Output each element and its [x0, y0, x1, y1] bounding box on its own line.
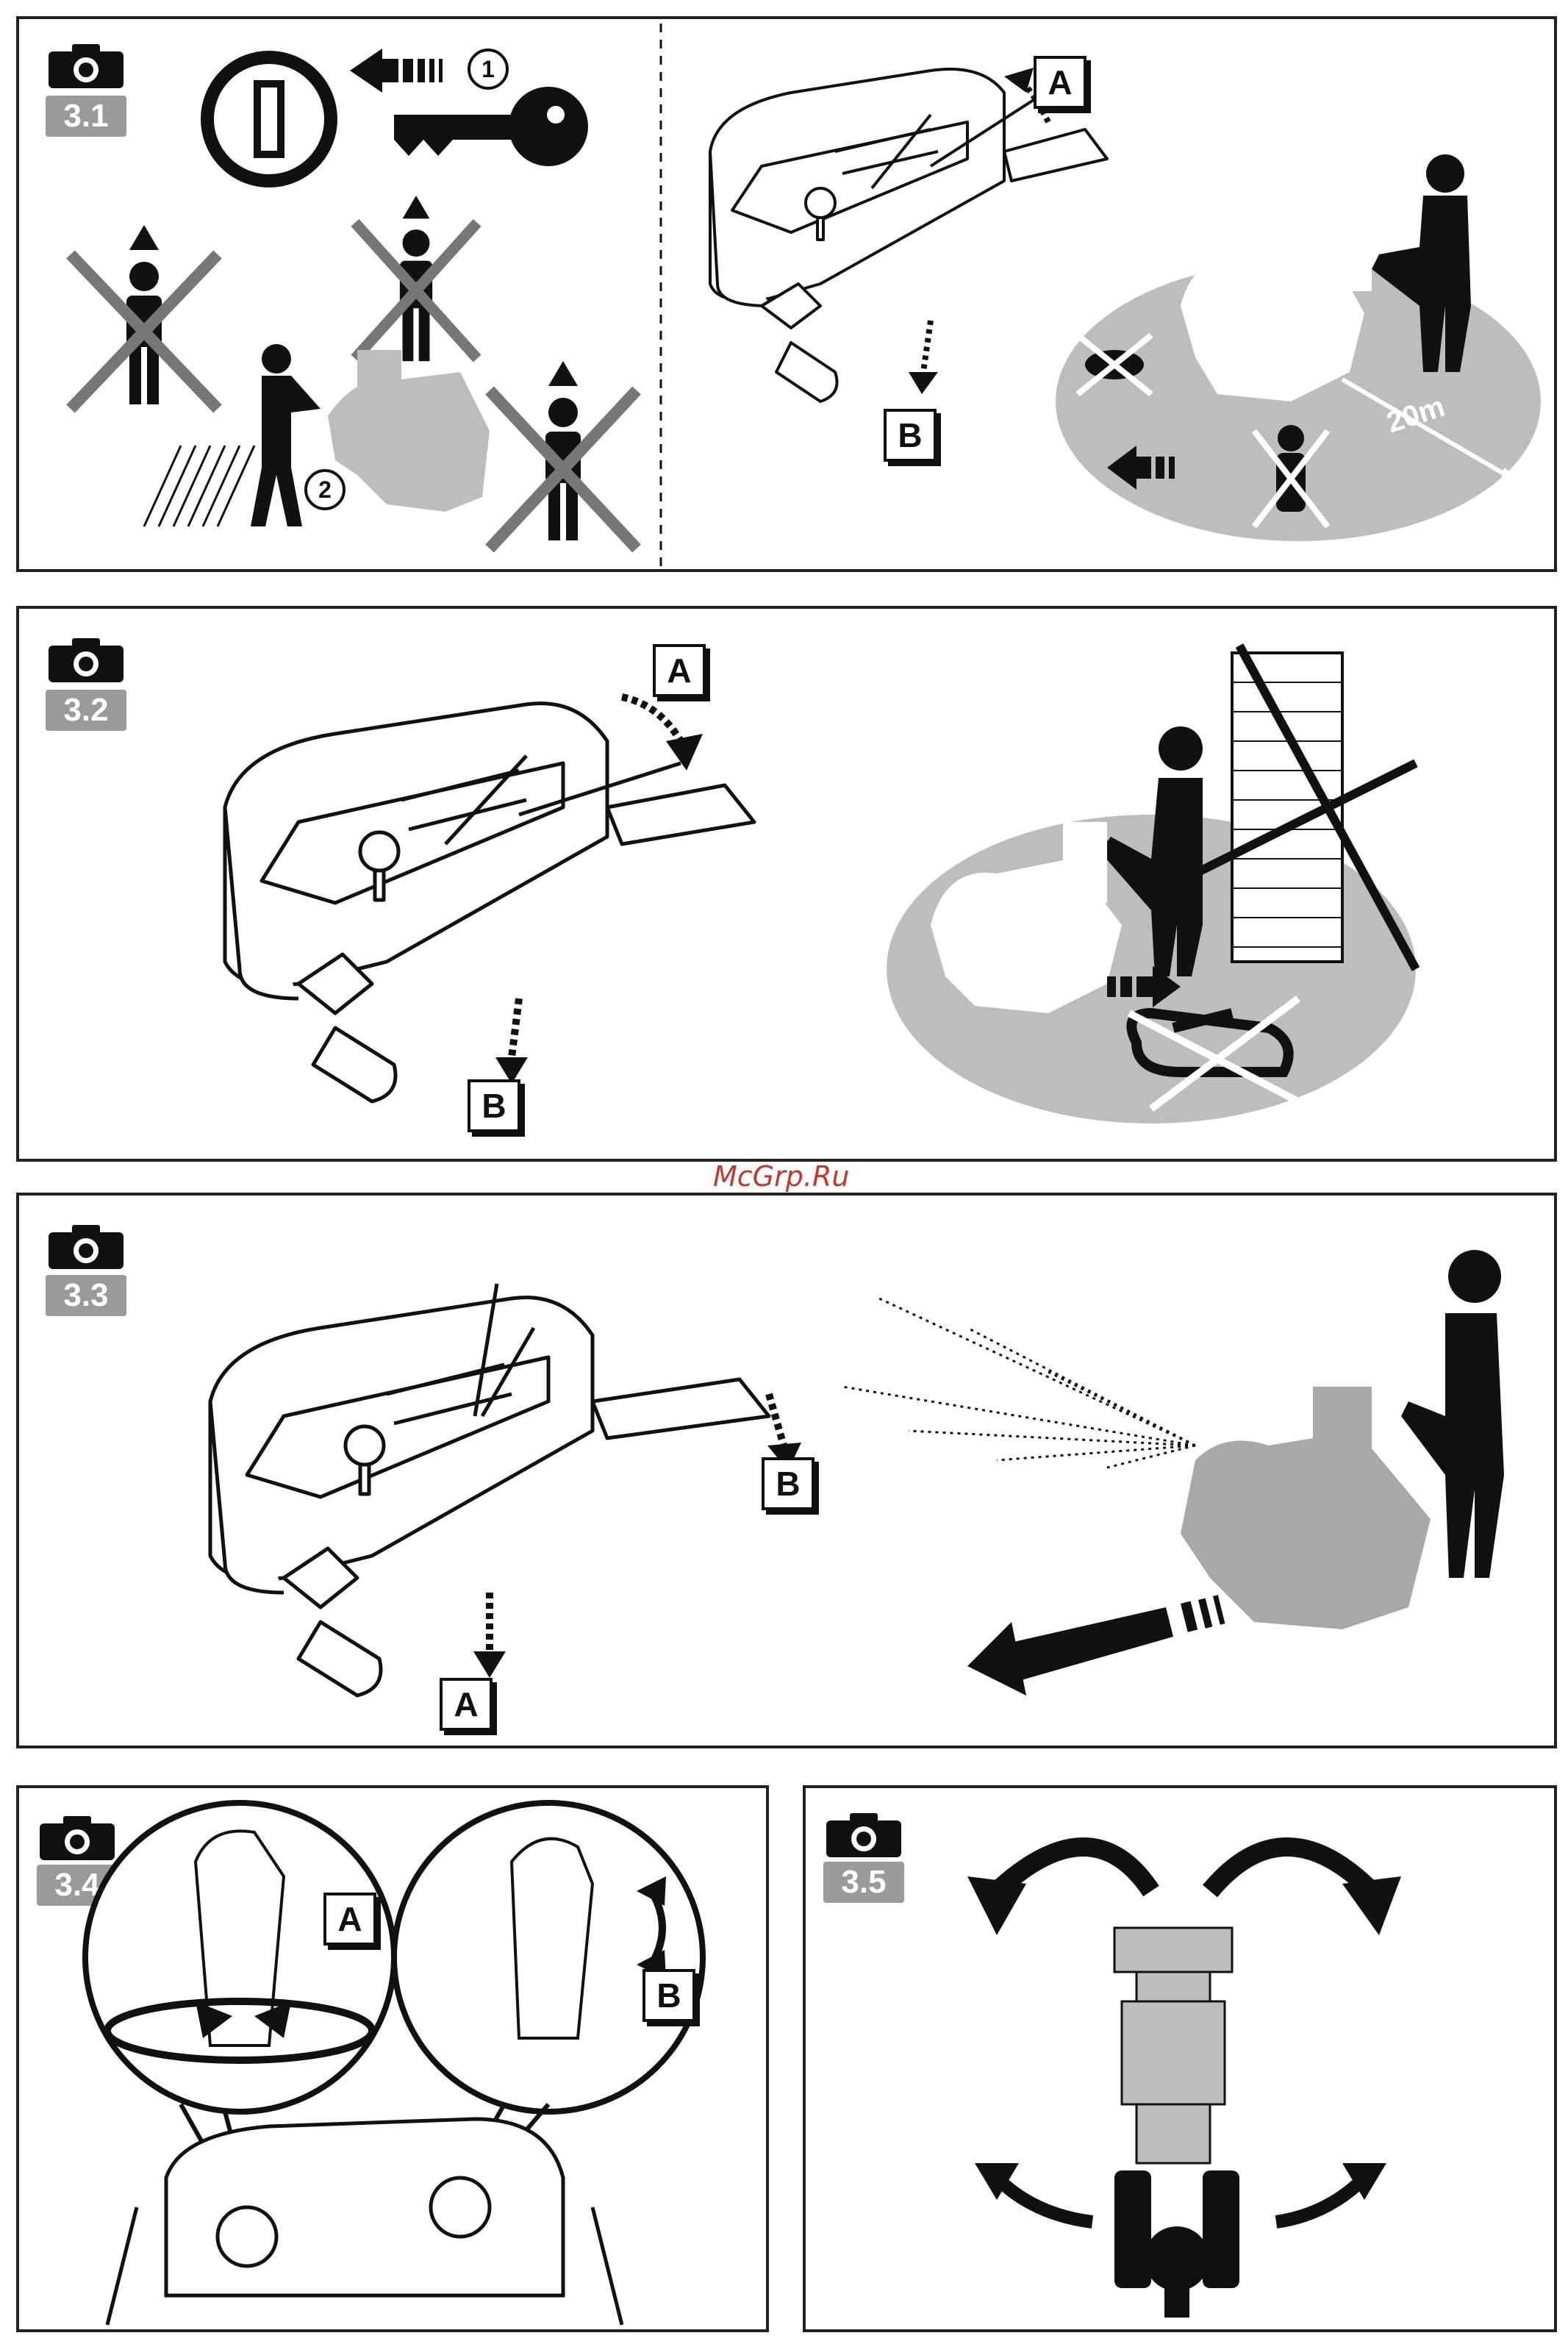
- step-badge: 3.2: [46, 690, 126, 731]
- label-a: A: [653, 644, 706, 697]
- label-a: A: [323, 1893, 376, 1945]
- panel-3-1: 3.1 1: [16, 16, 1557, 572]
- label-a: A: [1034, 56, 1086, 109]
- control-panel-drawing: [196, 675, 784, 1116]
- watermark: McGrp.Ru: [713, 1160, 849, 1193]
- label-b: B: [762, 1457, 815, 1510]
- label-b: B: [468, 1079, 520, 1132]
- panel-3-2: 3.2 A B: [16, 606, 1557, 1162]
- step-badge: 3.3: [46, 1275, 126, 1316]
- panel-3-3: 3.3 A B: [16, 1193, 1557, 1748]
- label-b: B: [642, 1969, 695, 2022]
- key-icon: [379, 82, 600, 171]
- warning-triangle-icon: [548, 361, 578, 386]
- camera-icon: [46, 638, 126, 684]
- chute-rotation-detail: [34, 1795, 754, 2325]
- label-b: B: [884, 409, 937, 462]
- bystander-crossed-3: [482, 357, 644, 556]
- warning-triangle-icon: [129, 225, 159, 250]
- panel-3-4: 3.4 A B: [16, 1785, 769, 2332]
- label-a: A: [440, 1678, 493, 1731]
- panel-3-5: 3.5: [803, 1785, 1557, 2332]
- arrow-icon: [967, 1595, 1225, 1696]
- obstacle-scene: [887, 631, 1416, 1146]
- control-panel-drawing: [181, 1269, 813, 1710]
- camera-icon: [46, 1225, 126, 1271]
- step-badge: 3.1: [46, 96, 126, 137]
- ignition-switch-icon: [196, 46, 343, 193]
- camera-icon: [46, 44, 126, 90]
- snow-throwing-scene: [842, 1210, 1519, 1740]
- warning-triangle-icon: [403, 196, 430, 218]
- panel-divider: [659, 24, 663, 568]
- safety-zone-scene: [1048, 144, 1548, 556]
- step-number-2: 2: [304, 469, 346, 510]
- turning-diagram: [872, 1803, 1533, 2318]
